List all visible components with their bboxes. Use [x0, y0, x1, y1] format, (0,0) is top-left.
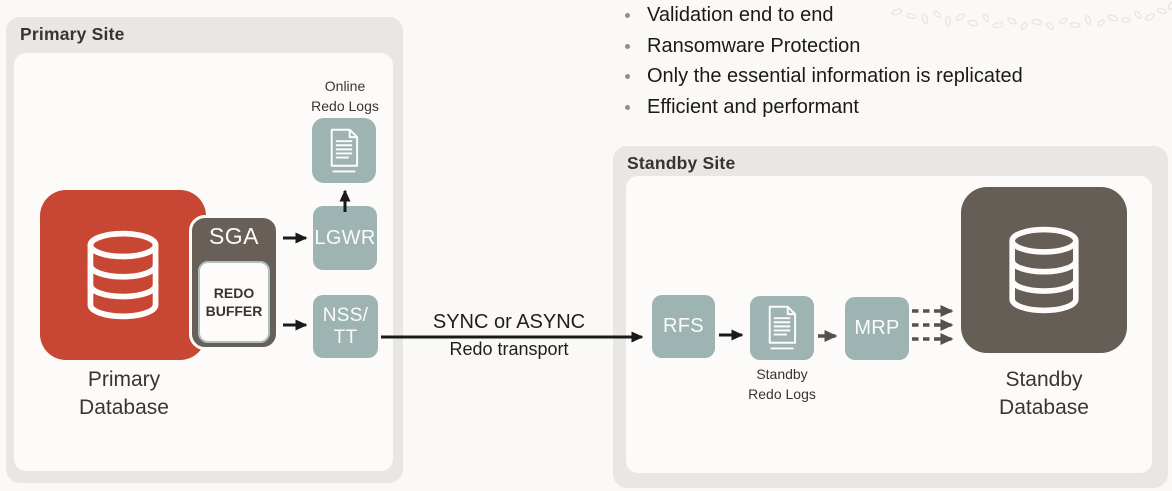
bullet-label: Ransomware Protection [647, 34, 861, 57]
sga-label: SGA [208, 223, 260, 249]
list-item: Ransomware Protection [622, 31, 1162, 62]
bullet-label: Only the essential information is replic… [647, 65, 1023, 88]
primary-site-title: Primary Site [20, 24, 125, 44]
primary-database-box [40, 190, 206, 360]
confetti-pattern-decoration [891, 1, 1172, 31]
standby-database-box [961, 187, 1127, 353]
sga-box: SGA REDO BUFFER [189, 215, 279, 350]
standby-redo-logs-label: Standby Redo Logs [748, 366, 816, 403]
list-item: Validation end to end [622, 0, 1162, 31]
bullet-icon [625, 104, 630, 110]
database-icon [87, 230, 159, 320]
mrp-box: MRP [845, 297, 909, 360]
primary-database-label: Primary Database [79, 368, 169, 419]
redo-transport-label: Redo transport [449, 339, 569, 359]
list-item: Only the essential information is replic… [622, 61, 1162, 92]
nss-tt-box: NSS/ TT [313, 295, 378, 358]
lgwr-box: LGWR [313, 206, 377, 270]
rfs-box: RFS [652, 295, 715, 358]
standby-database-label: Standby Database [999, 368, 1089, 419]
document-icon [330, 128, 359, 172]
bullet-icon [625, 43, 630, 49]
bullet-label: Validation end to end [647, 3, 834, 26]
standby-redo-logs-box [750, 296, 814, 360]
bullet-icon [625, 74, 630, 80]
database-icon [1009, 226, 1079, 314]
benefits-list: Validation end to end Ransomware Protect… [622, 0, 1162, 123]
redo-buffer-box: REDO BUFFER [198, 261, 270, 343]
document-icon [768, 305, 797, 350]
list-item: Efficient and performant [622, 92, 1162, 123]
bullet-label: Efficient and performant [647, 95, 859, 118]
online-redo-logs-box [312, 118, 376, 183]
sync-async-label: SYNC or ASYNC [432, 311, 586, 333]
bullet-icon [625, 12, 630, 18]
standby-site-title: Standby Site [627, 153, 736, 173]
online-redo-logs-label: Online Redo Logs [311, 78, 379, 115]
